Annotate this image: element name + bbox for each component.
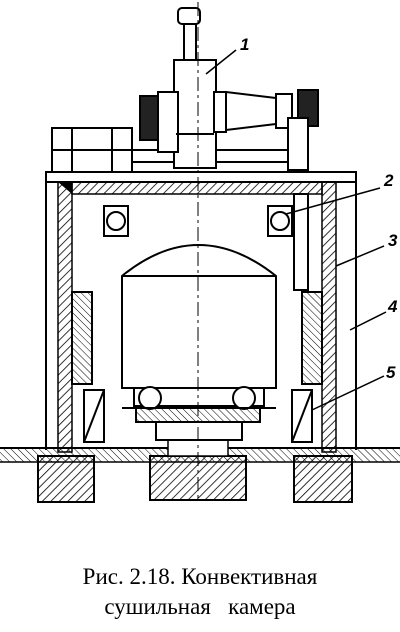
- drying-chamber-drawing: 1 2 3 4 5: [0, 2, 400, 503]
- caption-line-1: Рис. 2.18. Конвективная: [82, 564, 318, 589]
- fan-unit: [139, 7, 319, 171]
- label-5: 5: [386, 363, 396, 382]
- label-1: 1: [240, 35, 249, 54]
- label-4: 4: [387, 297, 398, 316]
- figure-caption: Рис. 2.18. Конвективная сушильная камера: [0, 562, 400, 628]
- label-3: 3: [388, 231, 398, 250]
- label-2: 2: [383, 171, 394, 190]
- inner-fittings: [71, 193, 323, 443]
- foundations: [37, 439, 353, 503]
- caption-line-2: сушильная камера: [104, 594, 296, 619]
- chamber-walls: [45, 171, 357, 453]
- leader-lines: [205, 49, 387, 411]
- trolley: [121, 244, 277, 441]
